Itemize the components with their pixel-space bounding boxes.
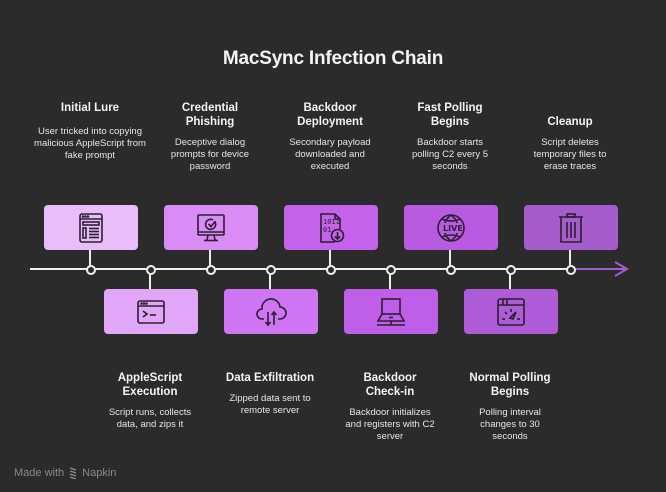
connector-line: [329, 250, 331, 267]
step-initial-lure-text: Initial Lure User tricked into copying m…: [32, 101, 148, 162]
step-credential-phishing-text: Credential Phishing Deceptive dialog pro…: [152, 101, 268, 173]
trash-icon: [559, 212, 583, 243]
svg-text:LIVE: LIVE: [443, 224, 463, 233]
step-title: Data Exfiltration: [225, 372, 315, 384]
step-backdoor-checkin-text: Backdoor Check-in Backdoor initializes a…: [332, 371, 448, 443]
napkin-logo-icon: [69, 467, 77, 479]
step-title: AppleScript Execution: [117, 372, 183, 398]
timeline-node: [386, 265, 396, 275]
timeline-line: [30, 268, 575, 270]
laptop-icon: [376, 297, 406, 326]
terminal-icon: [137, 299, 165, 324]
step-data-exfiltration-text: Data Exfiltration Zipped data sent to re…: [212, 371, 328, 417]
timeline-node: [206, 265, 216, 275]
footer-prefix: Made with: [14, 467, 65, 479]
step-title: Initial Lure: [60, 102, 120, 114]
step-applescript-execution-box: [104, 289, 198, 334]
connector-line: [389, 271, 391, 289]
step-backdoor-checkin-box: [344, 289, 438, 334]
timeline-node: [86, 265, 96, 275]
step-title: Backdoor Check-in: [363, 372, 417, 398]
step-initial-lure-box: [44, 205, 138, 250]
step-fast-polling-box: LIVE: [404, 205, 498, 250]
footer-brand: Napkin: [82, 467, 117, 479]
connector-line: [209, 250, 211, 267]
step-backdoor-deployment-text: Backdoor Deployment Secondary payload do…: [272, 101, 388, 173]
connector-line: [449, 250, 451, 267]
cloud-transfer-icon: [256, 297, 287, 326]
step-title: Credential Phishing: [181, 102, 239, 128]
connector-line: [509, 271, 511, 289]
step-title: Normal Polling Begins: [469, 372, 551, 398]
step-description: Backdoor initializes and registers with …: [345, 407, 435, 442]
step-normal-polling-box: [464, 289, 558, 334]
step-data-exfiltration-box: [224, 289, 318, 334]
step-description: Backdoor starts polling C2 every 5 secon…: [411, 137, 489, 172]
step-description: Deceptive dialog prompts for device pass…: [170, 137, 250, 172]
timeline-node: [446, 265, 456, 275]
step-normal-polling-text: Normal Polling Begins Polling interval c…: [452, 371, 568, 443]
step-cleanup-box: [524, 205, 618, 250]
step-description: Polling interval changes to 30 seconds: [479, 407, 541, 442]
connector-line: [89, 250, 91, 267]
timeline-node: [266, 265, 276, 275]
step-applescript-execution-text: AppleScript Execution Script runs, colle…: [92, 371, 208, 431]
timeline-node: [326, 265, 336, 275]
step-title: Cleanup: [547, 116, 593, 128]
connector-line: [569, 250, 571, 267]
monitor-check-icon: [197, 213, 225, 241]
timeline-node: [566, 265, 576, 275]
speed-gauge-window-icon: [497, 297, 525, 326]
step-description: Script runs, collects data, and zips it: [108, 407, 192, 430]
timeline-arrow-tail: [575, 268, 625, 270]
step-backdoor-deployment-box: 1011 01: [284, 205, 378, 250]
step-credential-phishing-box: [164, 205, 258, 250]
step-description: Zipped data sent to remote server: [229, 393, 311, 416]
arrow-right-icon: [614, 261, 629, 277]
step-title: Backdoor Deployment: [297, 102, 363, 128]
browser-window-icon: [79, 212, 103, 243]
step-description: Script deletes temporary files to erase …: [533, 137, 607, 172]
binary-file-download-icon: 1011 01: [320, 212, 345, 243]
connector-line: [269, 271, 271, 289]
step-description: Secondary payload downloaded and execute…: [289, 137, 371, 172]
connector-line: [149, 271, 151, 289]
step-title: Fast Polling Begins: [417, 102, 483, 128]
svg-text:1011: 1011: [323, 218, 340, 226]
diagram-title: MacSync Infection Chain: [222, 48, 444, 69]
timeline-node: [146, 265, 156, 275]
timeline-node: [506, 265, 516, 275]
svg-text:01: 01: [323, 226, 331, 234]
live-globe-icon: LIVE: [437, 213, 465, 242]
step-fast-polling-text: Fast Polling Begins Backdoor starts poll…: [392, 101, 508, 173]
made-with-napkin-footer[interactable]: Made with Napkin: [14, 467, 116, 479]
step-cleanup-text: Cleanup Script deletes temporary files t…: [512, 115, 628, 173]
step-description: User tricked into copying malicious Appl…: [34, 126, 146, 161]
